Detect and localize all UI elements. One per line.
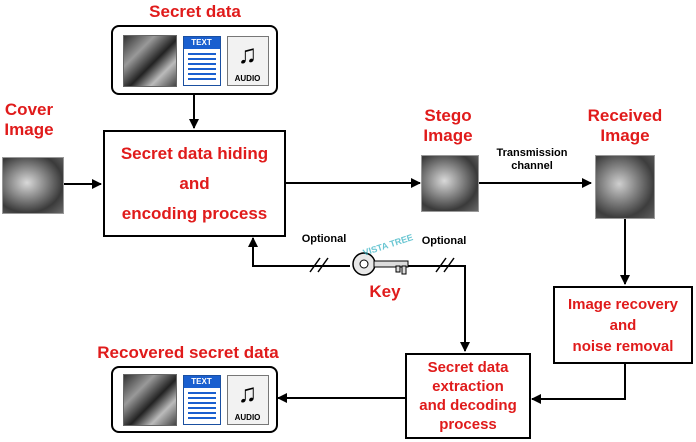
transmission-channel-label: Transmission channel xyxy=(496,147,568,172)
photo-thumbnail-icon xyxy=(122,35,177,87)
hiding-encoding-box: Secret data hiding and encoding process xyxy=(103,130,286,237)
stego-image xyxy=(421,155,479,212)
optional-slashes-left xyxy=(309,257,329,273)
received-image-label: Received Image xyxy=(587,106,663,145)
cover-image xyxy=(2,157,64,214)
key-line-to-hiding xyxy=(248,237,350,267)
recovered-data-box: TEXT ♫ AUDIO xyxy=(111,366,278,433)
secret-data-title: Secret data xyxy=(149,2,241,21)
photo-thumbnail-icon xyxy=(122,374,177,426)
text-document-icon: TEXT xyxy=(182,375,221,425)
recovered-secret-data-title: Recovered secret data xyxy=(97,343,279,362)
secret-data-box: TEXT ♫ AUDIO xyxy=(111,25,278,95)
key-line-to-extraction xyxy=(404,265,470,352)
audio-file-icon: ♫ AUDIO xyxy=(226,36,269,86)
optional-label-left: Optional xyxy=(301,233,347,245)
key-icon xyxy=(352,252,409,276)
optional-slashes-right xyxy=(435,257,455,273)
received-image xyxy=(595,155,655,219)
cover-image-label: Cover Image xyxy=(4,100,54,139)
key-label: Key xyxy=(369,282,401,301)
audio-file-icon: ♫ AUDIO xyxy=(226,375,269,425)
optional-label-right: Optional xyxy=(421,235,467,247)
extraction-decoding-box: Secret data extraction and decoding proc… xyxy=(405,353,531,439)
text-document-icon: TEXT xyxy=(182,36,221,86)
stego-image-label: Stego Image xyxy=(423,106,473,145)
image-recovery-box: Image recovery and noise removal xyxy=(553,286,693,364)
arrow-recovery-to-extraction xyxy=(531,363,626,404)
